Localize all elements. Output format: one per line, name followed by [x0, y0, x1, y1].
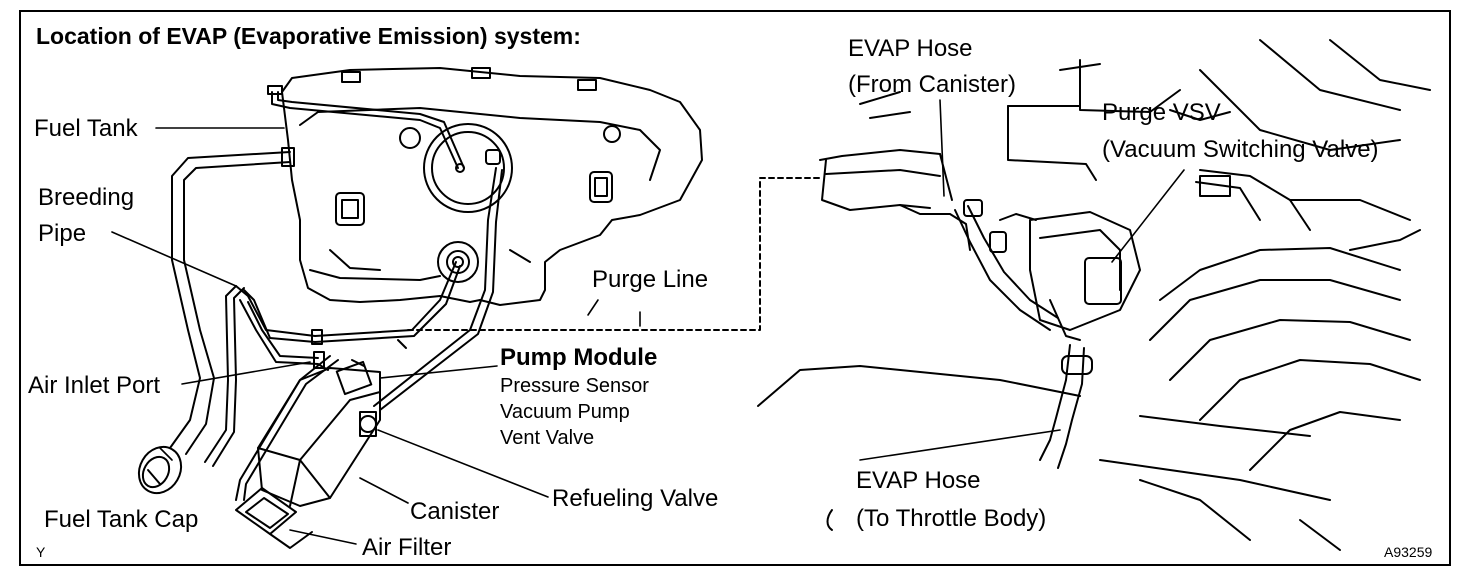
label-air-inlet-port: Air Inlet Port: [28, 372, 161, 399]
label-purge-vsv-line2: (Vacuum Switching Valve): [1102, 136, 1379, 163]
label-vacuum-pump: Vacuum Pump: [500, 401, 630, 423]
air-inlet-line: [239, 299, 329, 371]
label-pressure-sensor: Pressure Sensor: [500, 375, 649, 397]
label-evap-hose-throttle-line1: EVAP Hose: [856, 467, 981, 494]
leader-lines-left: [111, 127, 641, 545]
label-breeding-pipe-line2: Pipe: [38, 220, 87, 247]
diagram-title: Location of EVAP (Evaporative Emission) …: [36, 23, 581, 49]
leader-lines-right: [859, 99, 1185, 461]
breeding-pipe: [204, 261, 461, 467]
label-fuel-tank-cap: Fuel Tank Cap: [44, 506, 199, 533]
fuel-tank-drawing: [281, 67, 703, 306]
engine-bay-drawing: [757, 39, 1431, 551]
vent-tubes: [267, 85, 465, 169]
label-vent-valve: Vent Valve: [500, 427, 595, 449]
label-refueling-valve: Refueling Valve: [552, 485, 719, 512]
canister-drawing: [235, 355, 381, 507]
fuel-tank-cap-drawing: [137, 445, 183, 495]
label-evap-hose-canister-line2: (From Canister): [848, 71, 1017, 98]
label-purge-line: Purge Line: [592, 266, 709, 293]
purge-line-dashed: [407, 177, 821, 331]
figure-code: A93259: [1384, 544, 1433, 560]
diagram-frame: [19, 10, 1451, 566]
label-breeding-pipe-line1: Breeding: [38, 184, 135, 211]
corner-mark: Y: [36, 544, 46, 560]
air-filter-drawing: [235, 487, 313, 549]
label-air-filter: Air Filter: [362, 534, 452, 561]
label-canister: Canister: [410, 498, 500, 525]
label-pump-module: Pump Module: [500, 344, 658, 371]
label-fuel-tank: Fuel Tank: [34, 115, 138, 142]
label-purge-vsv-line1: Purge VSV: [1102, 99, 1221, 126]
label-evap-hose-canister-line1: EVAP Hose: [848, 35, 973, 62]
label-evap-hose-throttle-line2: (To Throttle Body): [856, 505, 1047, 532]
filler-pipe: [169, 147, 295, 455]
purge-line-tube: [373, 167, 497, 407]
